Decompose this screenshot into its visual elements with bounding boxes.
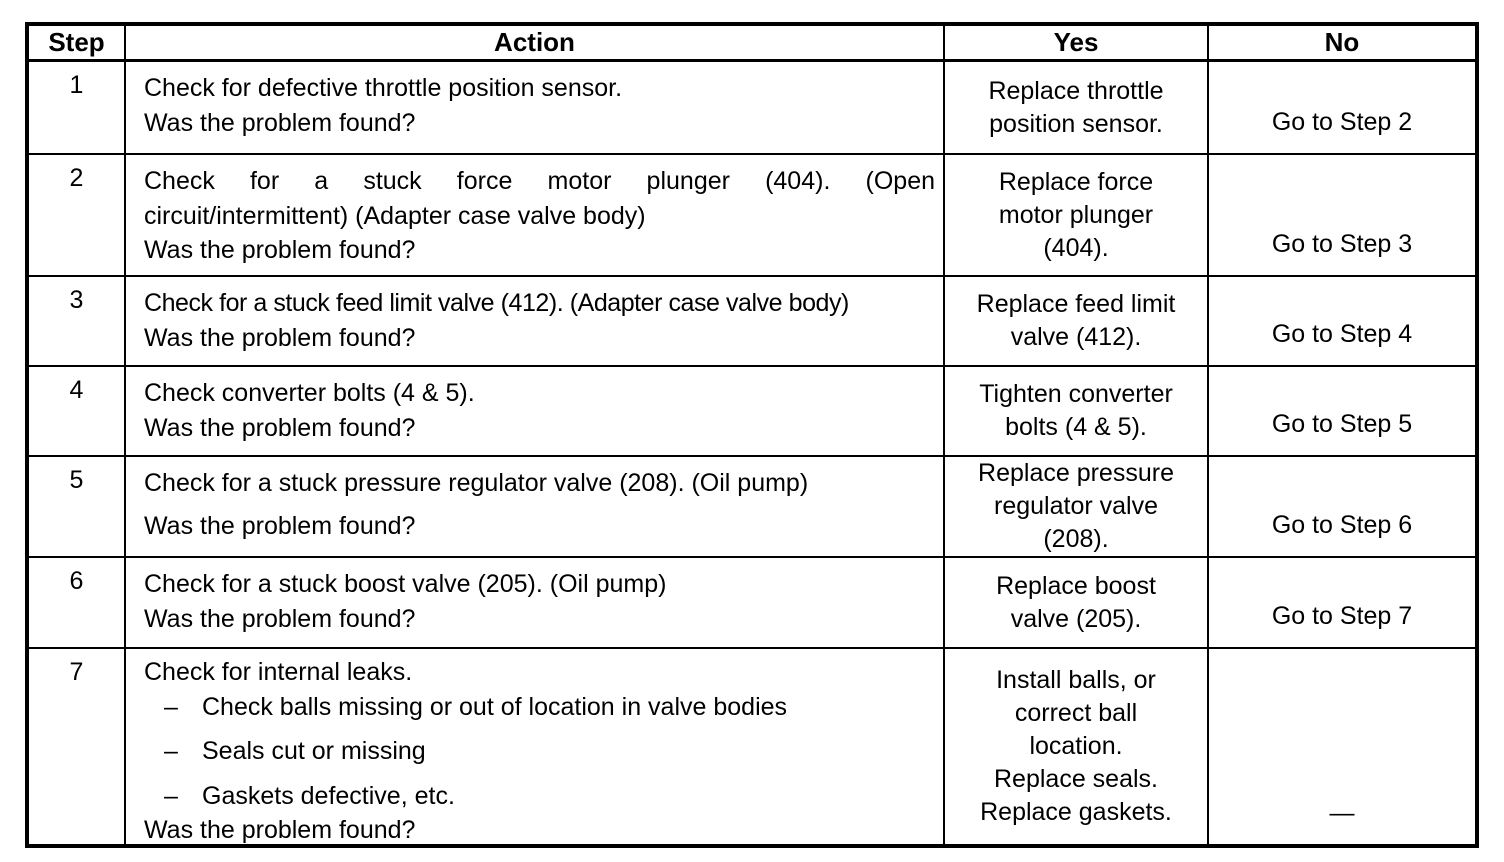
yes-text-line: Replace seals. bbox=[994, 765, 1158, 793]
yes-text-line: Replace gaskets. bbox=[980, 798, 1172, 826]
yes-cell-2: Replace force motor plunger (404). bbox=[945, 155, 1209, 277]
action-text: Check for defective throttle position se… bbox=[144, 74, 623, 102]
question-text: Was the problem found? bbox=[144, 108, 416, 137]
step-number: 3 bbox=[69, 286, 84, 314]
header-action: Action bbox=[126, 26, 945, 62]
yes-cell-1: Replace throttle position sensor. bbox=[945, 62, 1209, 155]
yes-text-line: bolts (4 & 5). bbox=[1005, 413, 1147, 441]
action-text: Check for internal leaks. bbox=[144, 658, 413, 686]
header-step-label: Step bbox=[48, 27, 105, 57]
bullet-dash: – bbox=[164, 737, 178, 765]
question-text: Was the problem found? bbox=[144, 816, 416, 844]
action-cell-5: Check for a stuck pressure regulator val… bbox=[126, 457, 945, 558]
yes-cell-5: Replace pressure regulator valve (208). bbox=[945, 457, 1209, 558]
yes-text-line: motor plunger bbox=[998, 200, 1154, 229]
step-number: 6 bbox=[69, 567, 84, 595]
yes-text-line: Replace pressure bbox=[978, 459, 1174, 487]
yes-text-line: valve (205). bbox=[1010, 604, 1142, 633]
no-cell-2: Go to Step 3 bbox=[1209, 155, 1475, 277]
action-text: Check for a stuck pressure regulator val… bbox=[144, 469, 809, 497]
question-text: Was the problem found? bbox=[144, 604, 416, 633]
yes-text-line: position sensor. bbox=[989, 109, 1163, 138]
question-text: Was the problem found? bbox=[144, 236, 416, 264]
yes-cell-7: Install balls, or correct ball location.… bbox=[945, 649, 1209, 844]
no-cell-7: — bbox=[1209, 649, 1475, 844]
header-no-label: No bbox=[1324, 27, 1360, 57]
yes-cell-6: Replace boost valve (205). bbox=[945, 558, 1209, 649]
action-bullet-list: – Check balls missing or out of location… bbox=[144, 690, 935, 814]
step-cell-2: 2 bbox=[29, 155, 126, 277]
step-cell-5: 5 bbox=[29, 457, 126, 558]
step-number: 4 bbox=[69, 376, 84, 404]
bullet-item: – Seals cut or missing bbox=[144, 734, 935, 769]
step-cell-6: 6 bbox=[29, 558, 126, 649]
yes-text-line: valve (412). bbox=[1010, 323, 1142, 351]
header-yes-label: Yes bbox=[1053, 27, 1099, 57]
action-cell-3: Check for a stuck feed limit valve (412)… bbox=[126, 277, 945, 367]
step-cell-4: 4 bbox=[29, 367, 126, 457]
question-text: Was the problem found? bbox=[144, 511, 416, 540]
no-cell-6: Go to Step 7 bbox=[1209, 558, 1475, 649]
no-text: Go to Step 4 bbox=[1271, 320, 1413, 348]
action-cell-1: Check for defective throttle position se… bbox=[126, 62, 945, 155]
action-text-line: Check for a stuck force motor plunger (4… bbox=[144, 167, 935, 195]
bullet-dash: – bbox=[164, 781, 178, 810]
no-text: Go to Step 5 bbox=[1271, 410, 1413, 438]
bullet-text: Seals cut or missing bbox=[202, 737, 426, 765]
no-text: Go to Step 7 bbox=[1271, 602, 1413, 630]
step-number: 1 bbox=[69, 71, 84, 99]
no-cell-3: Go to Step 4 bbox=[1209, 277, 1475, 367]
step-number: 5 bbox=[69, 466, 84, 494]
header-yes: Yes bbox=[945, 26, 1209, 62]
action-cell-7: Check for internal leaks. – Check balls … bbox=[126, 649, 945, 844]
no-cell-4: Go to Step 5 bbox=[1209, 367, 1475, 457]
no-cell-1: Go to Step 2 bbox=[1209, 62, 1475, 155]
bullet-item: – Check balls missing or out of location… bbox=[144, 690, 935, 725]
yes-text-line: (208). bbox=[1043, 525, 1109, 553]
no-cell-5: Go to Step 6 bbox=[1209, 457, 1475, 558]
no-text: Go to Step 2 bbox=[1271, 108, 1413, 136]
yes-text-line: regulator valve bbox=[994, 492, 1158, 520]
no-text: — bbox=[1329, 799, 1355, 827]
action-cell-4: Check converter bolts (4 & 5). Was the p… bbox=[126, 367, 945, 457]
header-no: No bbox=[1209, 26, 1475, 62]
yes-text-line: correct ball bbox=[1014, 699, 1138, 727]
bullet-text: Gaskets defective, etc. bbox=[202, 781, 455, 810]
step-cell-7: 7 bbox=[29, 649, 126, 844]
yes-text-line: (404). bbox=[1043, 233, 1109, 262]
bullet-item: – Gaskets defective, etc. bbox=[144, 779, 935, 814]
action-text: Check converter bolts (4 & 5). bbox=[144, 379, 475, 407]
action-text: Check for a stuck boost valve (205). (Oi… bbox=[144, 570, 667, 598]
step-number: 7 bbox=[69, 658, 84, 686]
yes-cell-4: Tighten converter bolts (4 & 5). bbox=[945, 367, 1209, 457]
bullet-dash: – bbox=[164, 692, 178, 721]
step-number: 2 bbox=[69, 164, 84, 192]
question-text: Was the problem found? bbox=[144, 413, 416, 442]
yes-cell-3: Replace feed limit valve (412). bbox=[945, 277, 1209, 367]
action-cell-6: Check for a stuck boost valve (205). (Oi… bbox=[126, 558, 945, 649]
action-cell-2: Check for a stuck force motor plunger (4… bbox=[126, 155, 945, 277]
bullet-text: Check balls missing or out of location i… bbox=[202, 692, 788, 721]
header-step: Step bbox=[29, 26, 126, 62]
action-text: Check for a stuck force motor plunger (4… bbox=[144, 164, 935, 233]
no-text: Go to Step 6 bbox=[1271, 511, 1413, 539]
yes-text-line: Install balls, or bbox=[996, 666, 1156, 694]
yes-text-line: location. bbox=[1029, 732, 1123, 760]
no-text: Go to Step 3 bbox=[1271, 230, 1413, 258]
step-cell-1: 1 bbox=[29, 62, 126, 155]
action-text-line: circuit/intermittent) (Adapter case valv… bbox=[144, 201, 646, 230]
yes-text-line: Replace boost bbox=[996, 571, 1156, 600]
yes-text-line: Tighten converter bbox=[979, 380, 1173, 408]
yes-text-line: Replace feed limit bbox=[976, 290, 1176, 318]
yes-text-line: Replace throttle bbox=[988, 76, 1164, 105]
question-text: Was the problem found? bbox=[144, 323, 416, 352]
header-action-label: Action bbox=[494, 27, 575, 57]
step-cell-3: 3 bbox=[29, 277, 126, 367]
diagnostic-table: Step Action Yes No 1 Check for defective… bbox=[25, 22, 1479, 848]
action-text: Check for a stuck feed limit valve (412)… bbox=[144, 289, 849, 317]
yes-text-line: Replace force bbox=[998, 167, 1154, 196]
